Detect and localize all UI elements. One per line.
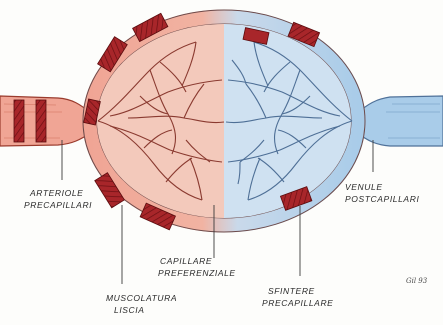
- label-muscolatura-line-1: MUSCOLATURA: [106, 293, 177, 303]
- label-sfintere-line-1: SFINTERE: [268, 286, 315, 296]
- label-capillare-preferenziale: CAPILLARE PREFERENZIALE: [158, 256, 236, 278]
- label-sfintere-precapillare: SFINTERE PRECAPILLARE: [262, 286, 333, 308]
- label-arteriole-line-2: PRECAPILLARI: [24, 200, 92, 210]
- label-venule-postcapillari: VENULE POSTCAPILLARI: [345, 182, 419, 204]
- label-muscolatura-line-2: LISCIA: [114, 305, 145, 315]
- venule-vessel: [356, 96, 443, 146]
- label-arteriole-precapillari: ARTERIOLE PRECAPILLARI: [24, 188, 92, 210]
- artist-signature: Gil 93: [406, 277, 428, 285]
- label-muscolatura-liscia: MUSCOLATURA LISCIA: [106, 293, 177, 315]
- label-arteriole-line-1: ARTERIOLE: [29, 188, 83, 198]
- label-capillare-line-2: PREFERENZIALE: [158, 268, 236, 278]
- label-venule-line-2: POSTCAPILLARI: [345, 194, 419, 204]
- label-capillare-line-1: CAPILLARE: [160, 256, 212, 266]
- label-sfintere-line-2: PRECAPILLARE: [262, 298, 333, 308]
- label-venule-line-1: VENULE: [345, 182, 383, 192]
